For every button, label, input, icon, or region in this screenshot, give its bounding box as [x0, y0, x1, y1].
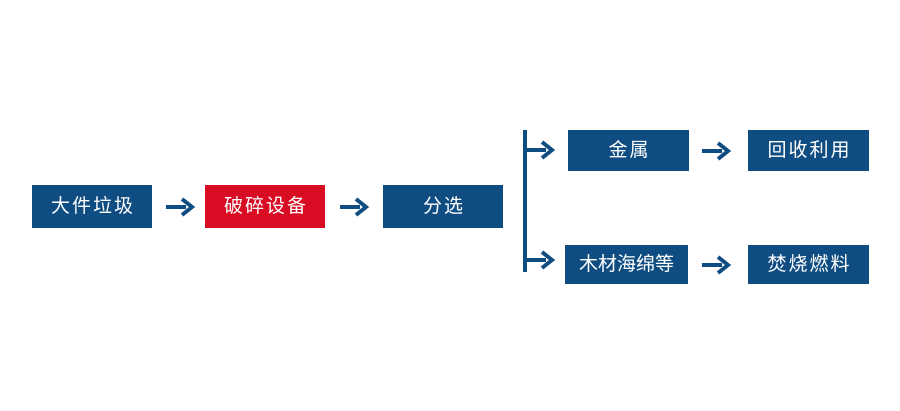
node-sorting[interactable]: 分选	[383, 185, 503, 228]
node-input-bulky-waste[interactable]: 大件垃圾	[32, 185, 152, 228]
node-label: 分选	[422, 195, 465, 217]
node-label: 木材海绵等	[578, 253, 674, 275]
branch-split-connector-icon	[518, 124, 564, 278]
node-label: 破碎设备	[223, 195, 308, 217]
node-label: 回收利用	[767, 139, 852, 161]
arrow-crusher-to-sorting-icon	[338, 194, 372, 220]
node-label: 焚烧燃料	[767, 253, 852, 275]
node-wood-sponge-etc[interactable]: 木材海绵等	[565, 245, 688, 284]
arrow-metal-to-recycle-icon	[700, 138, 734, 164]
node-label: 金属	[608, 139, 651, 161]
node-incineration-fuel[interactable]: 焚烧燃料	[748, 245, 869, 284]
node-metal[interactable]: 金属	[568, 130, 689, 171]
node-label: 大件垃圾	[50, 195, 135, 217]
arrow-input-to-crusher-icon	[164, 194, 198, 220]
node-recycling-reuse[interactable]: 回收利用	[748, 130, 869, 171]
arrow-wood-to-fuel-icon	[700, 252, 734, 278]
node-crushing-equipment[interactable]: 破碎设备	[205, 185, 325, 228]
